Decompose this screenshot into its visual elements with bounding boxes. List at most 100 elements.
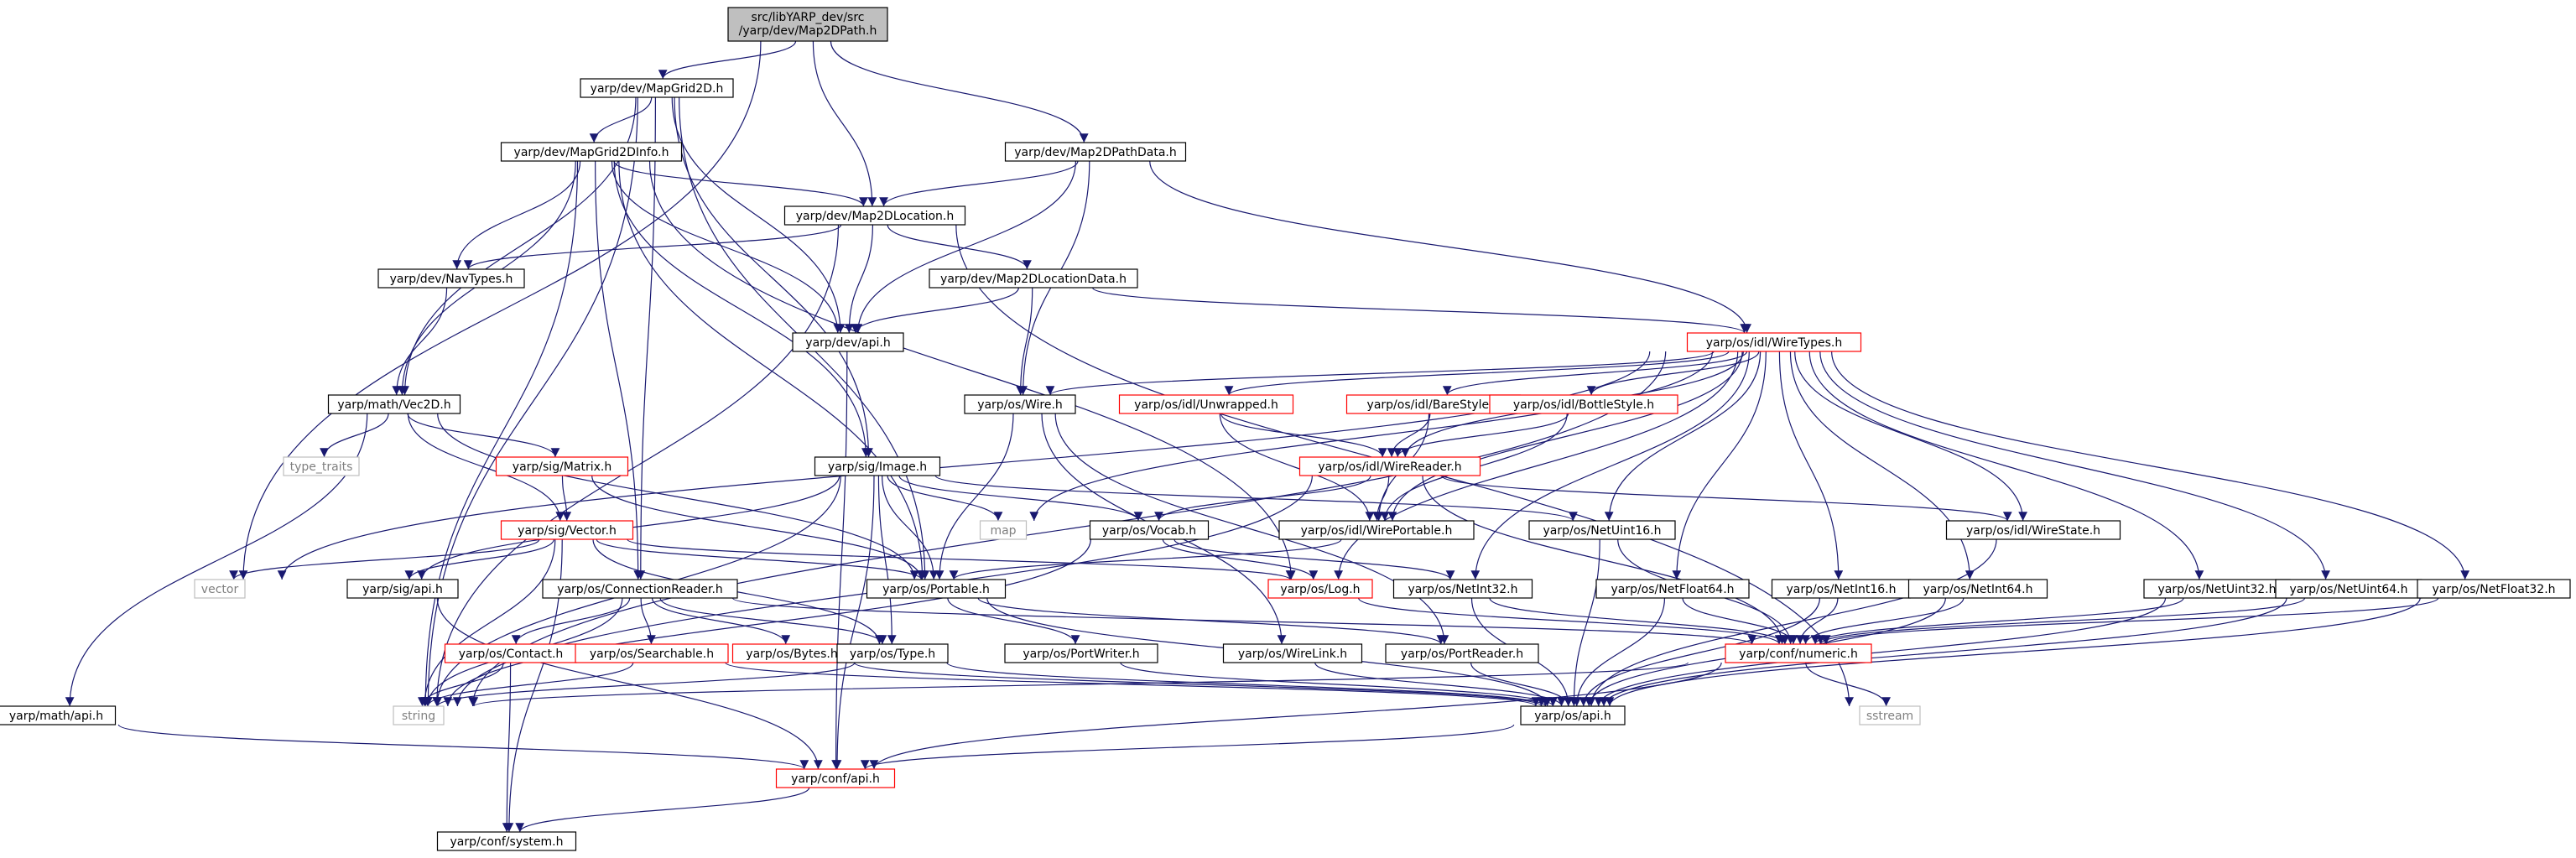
node-PortWriter[interactable]: yarp/os/PortWriter.h [1004, 643, 1158, 663]
node-root[interactable]: src/libYARP_dev/src/yarp/dev/Map2DPath.h [727, 7, 888, 42]
node-map[interactable]: map [979, 520, 1028, 540]
node-Portable[interactable]: yarp/os/Portable.h [866, 579, 1007, 599]
node-osapi[interactable]: yarp/os/api.h [1520, 705, 1626, 725]
node-Wire[interactable]: yarp/os/Wire.h [964, 394, 1076, 414]
node-type_traits[interactable]: type_traits [283, 456, 360, 476]
edge-Vector-to-Log [627, 538, 1295, 580]
node-NetUint16[interactable]: yarp/os/NetUint16.h [1528, 520, 1676, 540]
node-Image[interactable]: yarp/sig/Image.h [814, 456, 941, 476]
edge-Vec2D-to-Matrix [407, 413, 560, 458]
node-label: yarp/os/idl/WireTypes.h [1706, 336, 1842, 350]
node-numeric[interactable]: yarp/conf/numeric.h [1725, 643, 1872, 663]
node-WireLink[interactable]: yarp/os/WireLink.h [1222, 643, 1363, 663]
node-box [393, 705, 445, 725]
node-label: yarp/sig/Image.h [828, 460, 927, 474]
node-label: yarp/os/NetUint16.h [1543, 524, 1661, 538]
edge-Matrix-to-Portable [591, 475, 926, 580]
node-Vocab[interactable]: yarp/os/Vocab.h [1089, 520, 1210, 540]
edge-Vector-to-string [419, 538, 556, 707]
node-WireReader[interactable]: yarp/os/idl/WireReader.h [1298, 456, 1481, 476]
edge-WireTypes-to-BareStyle [1442, 351, 1748, 396]
node-label: yarp/os/Vocab.h [1102, 524, 1196, 538]
node-MapGrid2D[interactable]: yarp/dev/MapGrid2D.h [580, 78, 734, 98]
node-MapGrid2DInfo[interactable]: yarp/dev/MapGrid2DInfo.h [500, 142, 683, 162]
node-sstream[interactable]: sstream [1859, 705, 1921, 725]
edge-ConnectionReader-to-numeric [731, 597, 1756, 645]
node-box [377, 268, 525, 289]
node-NavTypes[interactable]: yarp/dev/NavTypes.h [377, 268, 525, 289]
node-Vec2D[interactable]: yarp/math/Vec2D.h [327, 394, 461, 414]
node-box [542, 579, 738, 599]
node-devapi[interactable]: yarp/dev/api.h [792, 332, 904, 352]
node-WirePortable[interactable]: yarp/os/idl/WirePortable.h [1278, 520, 1475, 540]
edge-numeric-to-string [470, 662, 1689, 707]
node-string[interactable]: string [393, 705, 445, 725]
node-confapi[interactable]: yarp/conf/api.h [775, 768, 896, 788]
node-Contact[interactable]: yarp/os/Contact.h [444, 643, 578, 663]
edge-Vec2D-to-Portable [437, 413, 919, 580]
node-Matrix[interactable]: yarp/sig/Matrix.h [495, 456, 629, 476]
node-BottleStyle[interactable]: yarp/os/idl/BottleStyle.h [1489, 394, 1678, 414]
node-label: yarp/os/NetFloat32.h [2432, 583, 2555, 596]
edge-BottleStyle-to-WireReader [1392, 413, 1569, 458]
node-NetUint64[interactable]: yarp/os/NetUint64.h [2275, 579, 2422, 599]
edge-PortWriter-to-osapi [1120, 662, 1558, 707]
edge-WireReader-to-WireState [1440, 475, 2012, 522]
node-Map2DLocation[interactable]: yarp/dev/Map2DLocation.h [783, 205, 966, 226]
edge-Type-to-osapi [946, 662, 1550, 707]
node-NetInt16[interactable]: yarp/os/NetInt16.h [1771, 579, 1912, 599]
node-WireState[interactable]: yarp/os/idl/WireState.h [1945, 520, 2121, 540]
edge-devapi-to-confapi [831, 351, 848, 770]
node-box [1595, 579, 1750, 599]
node-Bytes[interactable]: yarp/os/Bytes.h [731, 643, 852, 663]
node-BareStyle[interactable]: yarp/os/idl/BareStyle.h [1345, 394, 1522, 414]
edge-Wire-to-PortReader [1054, 413, 1449, 645]
node-Searchable[interactable]: yarp/os/Searchable.h [575, 643, 729, 663]
edge-root-to-Map2DPathData [830, 40, 1089, 143]
node-Map2DPathData[interactable]: yarp/dev/Map2DPathData.h [1004, 142, 1187, 162]
node-box [1267, 579, 1373, 599]
node-box [1385, 643, 1539, 663]
node-mathapi[interactable]: yarp/math/api.h [0, 705, 117, 725]
edge-ConnectionReader-to-Searchable [640, 597, 656, 645]
node-label: yarp/os/api.h [1534, 710, 1611, 723]
node-label: yarp/os/idl/WirePortable.h [1301, 524, 1453, 538]
edge-NetUint16-to-osapi [1569, 538, 1600, 707]
node-box [1278, 520, 1475, 540]
node-NetInt32[interactable]: yarp/os/NetInt32.h [1392, 579, 1533, 599]
node-NetFloat32[interactable]: yarp/os/NetFloat32.h [2417, 579, 2571, 599]
node-Vector[interactable]: yarp/sig/Vector.h [500, 520, 634, 540]
edge-Vocab-to-Log [1162, 538, 1319, 580]
node-NetUint32[interactable]: yarp/os/NetUint32.h [2143, 579, 2291, 599]
edge-MapGrid2DInfo-to-ConnectionReader [595, 160, 643, 580]
node-Log[interactable]: yarp/os/Log.h [1267, 579, 1373, 599]
node-box [964, 394, 1076, 414]
node-label: yarp/os/PortWriter.h [1023, 647, 1139, 661]
node-label: yarp/os/Contact.h [459, 647, 564, 661]
node-PortReader[interactable]: yarp/os/PortReader.h [1385, 643, 1539, 663]
node-vector[interactable]: vector [194, 579, 246, 599]
node-label: src/libYARP_dev/src/yarp/dev/Map2DPath.h [739, 11, 877, 38]
edge-confapi-to-system [515, 787, 810, 833]
node-NetFloat64[interactable]: yarp/os/NetFloat64.h [1595, 579, 1750, 599]
node-Unwrapped[interactable]: yarp/os/idl/Unwrapped.h [1118, 394, 1294, 414]
edge-ConnectionReader-to-Contact [511, 597, 631, 645]
node-Type[interactable]: yarp/os/Type.h [836, 643, 949, 663]
node-label: yarp/os/idl/Unwrapped.h [1134, 398, 1278, 412]
node-NetInt64[interactable]: yarp/os/NetInt64.h [1907, 579, 2048, 599]
node-label: yarp/math/api.h [9, 710, 103, 723]
node-system[interactable]: yarp/conf/system.h [436, 831, 577, 851]
node-box [775, 768, 896, 788]
node-Map2DLocationData[interactable]: yarp/dev/Map2DLocationData.h [929, 268, 1138, 289]
node-WireTypes[interactable]: yarp/os/idl/WireTypes.h [1686, 332, 1862, 352]
edge-NetFloat64-to-numeric [1682, 597, 1798, 645]
node-box [495, 456, 629, 476]
node-box [580, 78, 734, 98]
edge-Map2DPathData-to-WireTypes [1149, 160, 1751, 334]
edge-NetUint32-to-numeric [1810, 597, 2184, 645]
node-label: yarp/os/Portable.h [882, 583, 990, 596]
node-ConnectionReader[interactable]: yarp/os/ConnectionReader.h [542, 579, 738, 599]
node-label: yarp/sig/Matrix.h [513, 460, 611, 474]
node-box [500, 142, 683, 162]
node-sigapi[interactable]: yarp/sig/api.h [346, 579, 459, 599]
